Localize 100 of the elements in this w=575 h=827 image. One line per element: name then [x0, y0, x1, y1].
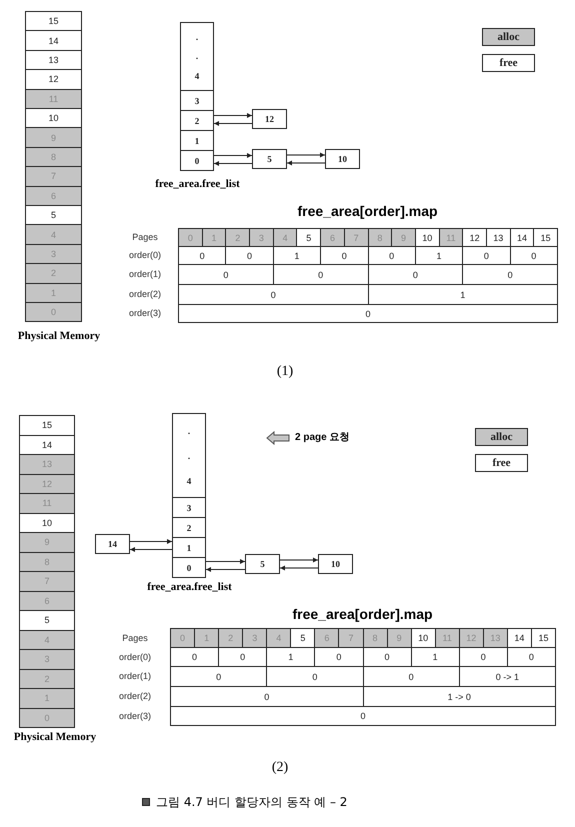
table-cell: 0	[178, 228, 203, 247]
page-block: 5	[245, 554, 280, 574]
row-label: order(1)	[128, 268, 162, 281]
table-cell: 15	[533, 228, 558, 247]
request-label: 2 page 요청	[295, 431, 350, 444]
arrow	[214, 113, 252, 118]
list-cell: 1	[180, 130, 214, 151]
arrow	[214, 161, 252, 166]
arrow	[206, 559, 246, 564]
arrow	[130, 547, 172, 552]
row-label: Pages	[121, 632, 149, 645]
memory-cell: 15	[25, 11, 82, 32]
legend-key: free	[482, 54, 535, 72]
list-cell: 0	[172, 557, 206, 578]
cell-label: .	[188, 426, 190, 436]
memory-cell: 7	[25, 166, 82, 187]
memory-cell: 4	[19, 630, 75, 650]
memory-cell: 7	[19, 571, 75, 592]
table-cell: 3	[242, 628, 268, 648]
memory-cell: 12	[25, 69, 82, 90]
list-cell: 2	[180, 110, 214, 131]
list-cell	[172, 413, 206, 498]
figure-caption: 그림 4.7 버디 할당자의 동작 예 – 2	[156, 794, 348, 811]
page-block: 14	[95, 534, 130, 554]
arrow	[286, 160, 326, 166]
table-cell: 9	[391, 228, 416, 247]
memory-cell: 6	[25, 186, 82, 206]
row-label: order(0)	[118, 650, 152, 664]
memory-caption: Physical Memory	[16, 330, 102, 342]
cell-label: 4	[186, 476, 192, 486]
memory-cell: 1	[19, 688, 75, 708]
page-block: 12	[252, 109, 287, 129]
row-label: Pages	[131, 231, 159, 244]
memory-cell: 15	[19, 415, 75, 436]
row-label: order(2)	[118, 690, 152, 703]
memory-cell: 8	[25, 146, 82, 168]
memory-cell: 14	[25, 30, 82, 51]
memory-cell: 11	[19, 493, 75, 514]
memory-cell: 14	[19, 434, 75, 455]
arrow	[130, 539, 172, 544]
map-title: free_area[order].map	[291, 606, 434, 622]
legend-key: alloc	[482, 28, 535, 46]
map-title: free_area[order].map	[296, 203, 439, 219]
table-cell: 15	[530, 628, 556, 648]
list-caption: free_area.free_list	[146, 581, 233, 593]
page-block: 10	[325, 149, 360, 169]
row-label: order(2)	[128, 288, 162, 301]
memory-cell: 0	[19, 708, 75, 728]
list-cell: 0	[180, 150, 214, 171]
table-cell: 13	[482, 628, 508, 648]
row-label: order(1)	[118, 670, 152, 683]
table-cell: 2	[218, 628, 244, 648]
arrow	[214, 121, 252, 126]
panel-number: (2)	[270, 760, 290, 776]
memory-cell: 10	[25, 108, 82, 128]
arrow	[280, 558, 318, 562]
table-cell: 7	[338, 628, 364, 648]
table-cell: 0	[178, 304, 558, 323]
memory-cell: 8	[19, 552, 75, 572]
memory-cell: 11	[25, 88, 82, 109]
memory-cell: 12	[19, 474, 75, 494]
list-cell	[180, 22, 214, 91]
table-cell: 6	[314, 628, 340, 648]
table-cell: 3	[249, 228, 274, 247]
legend-key: alloc	[475, 428, 528, 446]
memory-cell: 10	[19, 512, 75, 533]
table-cell: 0	[170, 706, 556, 726]
memory-cell: 9	[25, 127, 82, 148]
list-cell: 3	[180, 90, 214, 111]
list-cell: 3	[172, 497, 206, 518]
arrow	[214, 153, 252, 158]
memory-caption: Physical Memory	[12, 731, 98, 743]
memory-cell: 3	[19, 649, 75, 670]
memory-cell: 1	[25, 282, 82, 303]
table-cell: 7	[344, 228, 368, 247]
list-cell: 1	[172, 537, 206, 558]
cell-label: .	[188, 450, 190, 460]
memory-cell: 5	[25, 205, 82, 226]
row-label: order(3)	[128, 307, 162, 320]
table-cell: 0	[170, 628, 196, 648]
memory-cell: 5	[19, 610, 75, 630]
page-block: 5	[252, 149, 287, 169]
row-label: order(0)	[128, 249, 162, 262]
legend-key: free	[475, 454, 528, 472]
table-cell: 9	[386, 628, 412, 648]
arrow	[286, 152, 326, 158]
table-cell: 8	[362, 628, 388, 648]
table-cell: 2	[225, 228, 250, 247]
list-caption: free_area.free_list	[154, 178, 241, 190]
cell-label: 4	[194, 71, 200, 82]
table-cell: 4	[266, 628, 292, 648]
memory-cell: 13	[25, 50, 82, 70]
memory-cell: 2	[19, 668, 75, 689]
memory-cell: 6	[19, 590, 75, 611]
table-cell: 6	[320, 228, 345, 247]
list-cell: 2	[172, 517, 206, 538]
cell-label: .	[196, 51, 198, 62]
arrow	[280, 566, 318, 570]
memory-cell: 13	[19, 454, 75, 474]
table-cell: 12	[458, 628, 484, 648]
